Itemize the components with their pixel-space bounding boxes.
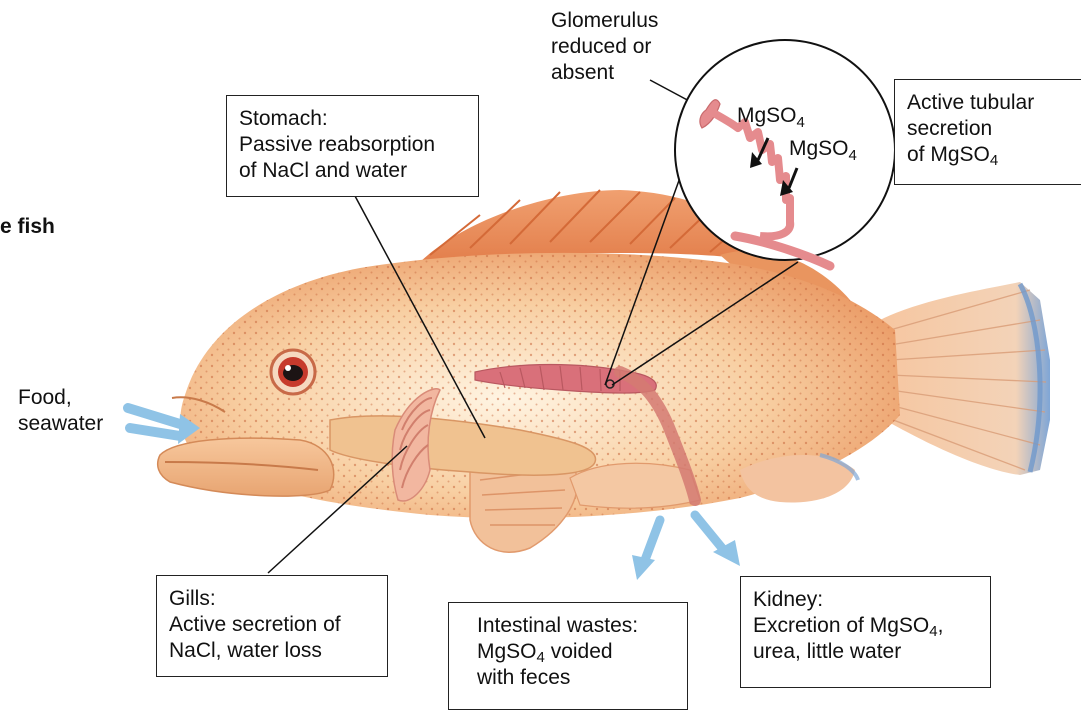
intestinal-line3: with feces: [477, 665, 675, 691]
kidney-line2: Excretion of MgSO4,: [753, 613, 978, 639]
glomerulus-label: Glomerulus reduced or absent: [551, 8, 658, 86]
gills-line1: Gills:: [169, 586, 375, 612]
tubular-secretion-box: Active tubular secretion of MgSO4: [894, 79, 1081, 185]
glomerulus-line1: Glomerulus: [551, 8, 658, 34]
glomerulus-line2: reduced or: [551, 34, 658, 60]
kidney-line3: urea, little water: [753, 639, 978, 665]
stomach-box: Stomach: Passive reabsorption of NaCl an…: [226, 95, 479, 197]
glomerulus-line3: absent: [551, 60, 658, 86]
gills-line3: NaCl, water loss: [169, 638, 375, 664]
stomach-line3: of NaCl and water: [239, 158, 466, 184]
intestinal-outflow-arrow: [632, 520, 660, 580]
kidney-box: Kidney: Excretion of MgSO4, urea, little…: [740, 576, 991, 688]
tubular-line2: secretion: [907, 116, 1069, 142]
stomach-line1: Stomach:: [239, 106, 466, 132]
tubular-line3: of MgSO4: [907, 142, 1069, 168]
kidney-line1: Kidney:: [753, 587, 978, 613]
food-label-line1: Food,: [18, 385, 103, 411]
food-label: Food, seawater: [18, 385, 103, 437]
inset-label-mgso4-b: MgSO4: [789, 137, 857, 164]
gills-box: Gills: Active secretion of NaCl, water l…: [156, 575, 388, 677]
stomach-line2: Passive reabsorption: [239, 132, 466, 158]
food-label-line2: seawater: [18, 411, 103, 437]
intestinal-line2: MgSO4 voided: [477, 639, 675, 665]
kidney-outflow-arrow: [695, 515, 740, 566]
eye: [271, 350, 315, 394]
side-label: e fish: [0, 214, 55, 240]
tubular-line1: Active tubular: [907, 90, 1069, 116]
intestinal-line1: Intestinal wastes:: [477, 613, 675, 639]
intestinal-box: Intestinal wastes: MgSO4 voided with fec…: [448, 602, 688, 710]
gills-line2: Active secretion of: [169, 612, 375, 638]
inset-label-mgso4-a: MgSO4: [737, 104, 805, 131]
